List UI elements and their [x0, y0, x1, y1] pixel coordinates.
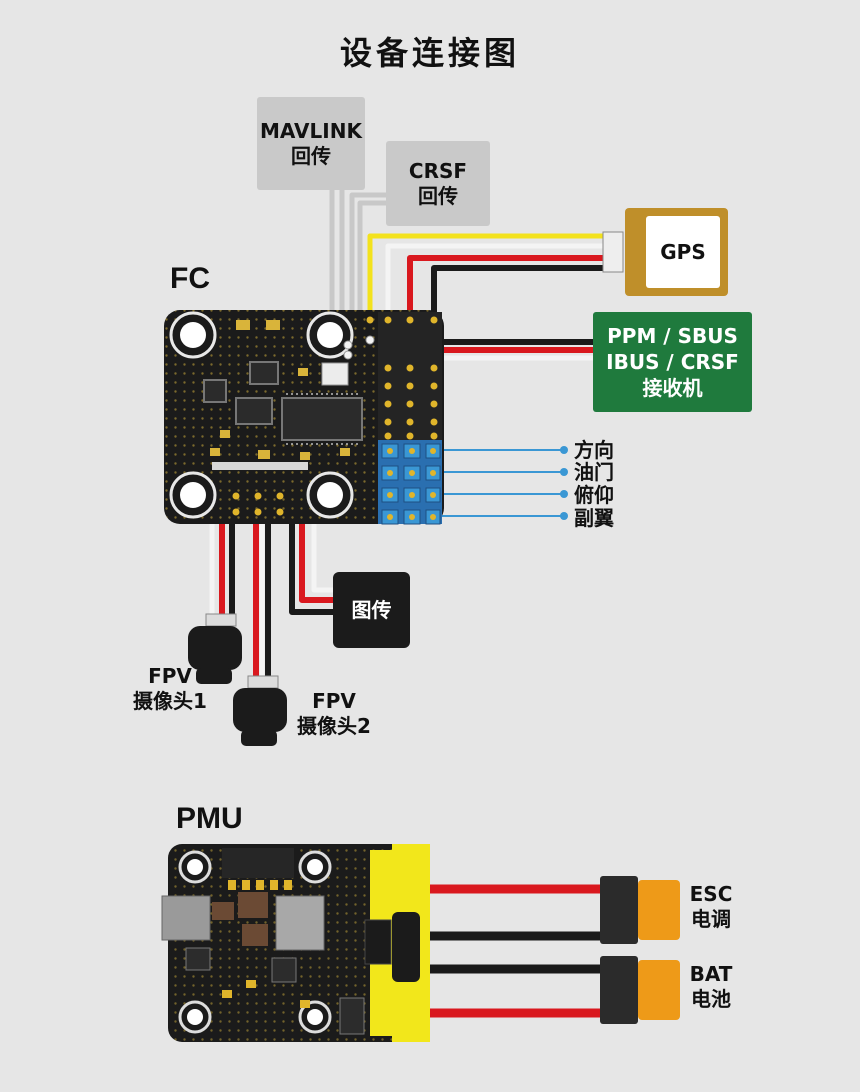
- vtx-module: [333, 572, 410, 648]
- camera1-label: FPV 摄像头1: [120, 664, 220, 714]
- fc-header-pins: [343, 312, 442, 525]
- crsf-line1: CRSF: [408, 158, 468, 183]
- esc-connector: [600, 876, 680, 944]
- camera-2: [233, 675, 287, 746]
- fc-label: FC: [170, 262, 210, 295]
- fc-wires: [209, 190, 605, 678]
- esc-line1: ESC: [689, 882, 733, 906]
- fc-chip-2: [235, 397, 273, 425]
- fc-mcu-chip: [281, 397, 363, 441]
- gps-wire-black: [431, 265, 605, 318]
- camera1-line1: FPV: [148, 664, 192, 688]
- receiver-line3: 接收机: [642, 376, 703, 400]
- pmu-label: PMU: [176, 802, 243, 835]
- fc-chip-4: [249, 361, 279, 385]
- servo-label-throttle: 油门: [574, 460, 614, 484]
- vtx-label: 图传: [351, 597, 392, 622]
- mavlink-box: MAVLINK 回传: [257, 97, 365, 190]
- receiver-module: [593, 312, 752, 412]
- esc-line2: 电调: [691, 907, 731, 931]
- pmu-wires: [400, 884, 600, 1018]
- gps-module: [602, 208, 728, 296]
- gps-wire-yellow: [367, 233, 605, 318]
- servo-label-elevator: 俯仰: [574, 483, 614, 507]
- gps-wire-white: [385, 243, 605, 318]
- fc-chip-3: [203, 379, 227, 403]
- bat-connector: [600, 956, 680, 1024]
- servo-label-rudder: 方向: [574, 438, 614, 462]
- fc-board: [164, 310, 444, 525]
- camera2-label: FPV 摄像头2: [288, 689, 380, 739]
- crsf-box: CRSF 回传: [386, 141, 490, 226]
- receiver-box: PPM / SBUS IBUS / CRSF 接收机: [593, 312, 752, 412]
- mavlink-line1: MAVLINK: [260, 118, 362, 143]
- mavlink-line2: 回传: [291, 143, 331, 168]
- camera2-line2: 摄像头2: [297, 714, 371, 738]
- gps-wire-red: [407, 255, 605, 318]
- receiver-wire-black: [431, 336, 595, 345]
- esc-label: ESC 电调: [683, 882, 739, 932]
- receiver-line2: IBUS / CRSF: [606, 350, 739, 374]
- camera1-line2: 摄像头1: [133, 689, 207, 713]
- bat-line2: 电池: [691, 987, 731, 1011]
- receiver-line1: PPM / SBUS: [607, 324, 738, 348]
- crsf-line2: 回传: [418, 183, 458, 208]
- servo-endpoints: [560, 446, 568, 520]
- fc-mount-holes: [169, 311, 354, 519]
- fc-connector-small: [321, 362, 349, 386]
- camera-1: [188, 613, 242, 684]
- gps-label: GPS: [660, 239, 706, 264]
- camera2-line1: FPV: [312, 689, 356, 713]
- pmu-board: [161, 844, 430, 1042]
- page-title: 设备连接图: [339, 34, 520, 72]
- bat-line1: BAT: [689, 962, 733, 986]
- servo-label-aileron: 副翼: [574, 506, 614, 530]
- bat-label: BAT 电池: [683, 962, 739, 1012]
